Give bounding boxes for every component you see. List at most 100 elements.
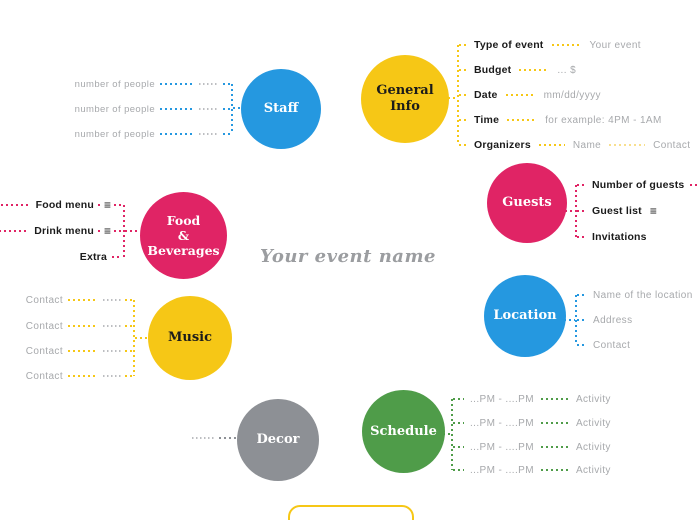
dotted-line bbox=[577, 236, 587, 238]
node-staff[interactable]: Staff bbox=[241, 69, 321, 149]
field-label[interactable]: Date bbox=[474, 89, 498, 101]
field-label[interactable]: Guest list bbox=[592, 205, 642, 217]
connector-stub bbox=[233, 107, 245, 109]
schedule-branch-row: ...PM - ....PM Activity bbox=[453, 392, 611, 406]
field-placeholder[interactable]: ...PM - ....PM bbox=[470, 417, 534, 429]
schedule-branch-row: ...PM - ....PM Activity bbox=[453, 440, 611, 454]
dotted-line bbox=[540, 422, 569, 424]
node-schedule[interactable]: Schedule bbox=[362, 390, 445, 473]
field-label[interactable]: Time bbox=[474, 114, 500, 126]
general-branch-row: Budget ... $ bbox=[459, 63, 576, 77]
bottom-partial-node[interactable] bbox=[288, 505, 414, 520]
dashed-line bbox=[103, 299, 121, 301]
connector-bracket bbox=[575, 295, 577, 345]
location-branch-row: Name of the location bbox=[577, 288, 693, 302]
node-label: Info bbox=[390, 99, 420, 114]
dotted-line bbox=[114, 204, 122, 206]
field-label[interactable]: Extra bbox=[79, 251, 107, 263]
node-guests[interactable]: Guests bbox=[487, 163, 567, 243]
connector-stub bbox=[443, 433, 452, 435]
field-placeholder[interactable]: number of people bbox=[74, 128, 155, 140]
dotted-line bbox=[97, 230, 102, 232]
music-branch-row: Contact bbox=[25, 319, 132, 333]
music-branch-row: Contact bbox=[25, 293, 132, 307]
connector-stub bbox=[135, 337, 149, 339]
field-placeholder[interactable]: Activity bbox=[575, 441, 611, 453]
field-placeholder[interactable]: number of people bbox=[74, 78, 155, 90]
dashed-line bbox=[103, 375, 121, 377]
dotted-line bbox=[577, 210, 587, 212]
food-branch-row: Extra bbox=[0, 250, 122, 264]
field-label[interactable]: Organizers bbox=[474, 139, 531, 151]
guests-branch-row: Number of guests bbox=[577, 178, 697, 192]
dashed-line bbox=[103, 325, 121, 327]
node-label: Decor bbox=[256, 432, 300, 448]
field-label[interactable]: Food menu bbox=[35, 199, 94, 211]
dotted-line bbox=[690, 184, 697, 186]
dotted-line bbox=[112, 256, 122, 258]
dotted-line bbox=[577, 294, 587, 296]
field-placeholder[interactable]: Activity bbox=[575, 464, 611, 476]
guests-branch-row: Guest list ≡ bbox=[577, 204, 657, 218]
field-placeholder[interactable]: Contact bbox=[653, 139, 691, 151]
connector-stub bbox=[565, 210, 575, 212]
dotted-line bbox=[540, 446, 569, 448]
field-placeholder[interactable]: Address bbox=[593, 314, 633, 326]
dotted-line bbox=[68, 299, 98, 301]
field-label[interactable]: Drink menu bbox=[34, 225, 94, 237]
dotted-line bbox=[507, 119, 538, 121]
dotted-line bbox=[459, 119, 469, 121]
node-label: Beverages bbox=[147, 243, 220, 258]
field-placeholder[interactable]: Name of the location bbox=[593, 289, 693, 301]
field-placeholder[interactable]: Activity bbox=[575, 417, 611, 429]
field-placeholder[interactable]: Contact bbox=[25, 320, 63, 332]
field-placeholder[interactable]: for example: 4PM - 1AM bbox=[545, 114, 662, 126]
dashed-line bbox=[103, 350, 121, 352]
dotted-line bbox=[505, 94, 536, 96]
dotted-line bbox=[160, 83, 194, 85]
general-branch-row: Organizers Name Contact bbox=[459, 138, 690, 152]
dotted-line bbox=[160, 108, 194, 110]
dotted-line bbox=[125, 325, 132, 327]
dashed-line bbox=[199, 108, 219, 110]
dotted-line bbox=[459, 69, 469, 71]
connector-bracket bbox=[575, 185, 577, 237]
dotted-line bbox=[453, 422, 464, 424]
field-placeholder[interactable]: number of people bbox=[74, 103, 155, 115]
field-placeholder[interactable]: Activity bbox=[575, 393, 611, 405]
field-label[interactable]: Number of guests bbox=[592, 179, 685, 191]
decor-branch-row bbox=[192, 431, 237, 445]
dotted-line bbox=[459, 94, 469, 96]
field-placeholder[interactable]: Contact bbox=[25, 370, 63, 382]
dotted-line bbox=[540, 469, 569, 471]
node-food-beverages[interactable]: Food & Beverages bbox=[140, 192, 227, 279]
dotted-line bbox=[519, 69, 550, 71]
dotted-line bbox=[160, 133, 194, 135]
node-music[interactable]: Music bbox=[148, 296, 232, 380]
node-decor[interactable]: Decor bbox=[237, 399, 319, 481]
field-label[interactable]: Invitations bbox=[592, 231, 647, 243]
field-placeholder[interactable]: Contact bbox=[25, 294, 63, 306]
field-placeholder[interactable]: Contact bbox=[593, 339, 631, 351]
field-placeholder[interactable]: ...PM - ....PM bbox=[470, 464, 534, 476]
node-location[interactable]: Location bbox=[484, 275, 566, 357]
connector-bracket bbox=[231, 84, 233, 134]
list-icon: ≡ bbox=[103, 198, 111, 212]
field-label[interactable]: Budget bbox=[474, 64, 512, 76]
list-icon: ≡ bbox=[649, 204, 657, 218]
node-general-info[interactable]: General Info bbox=[361, 55, 449, 143]
field-placeholder[interactable]: mm/dd/yyyy bbox=[543, 89, 601, 101]
music-branch-row: Contact bbox=[25, 369, 132, 383]
node-label: & bbox=[177, 228, 190, 243]
event-name-title[interactable]: Your event name bbox=[260, 246, 436, 267]
field-label[interactable]: Type of event bbox=[474, 39, 544, 51]
field-placeholder[interactable]: Your event bbox=[589, 39, 641, 51]
field-placeholder[interactable]: ...PM - ....PM bbox=[470, 393, 534, 405]
field-placeholder[interactable]: ... $ bbox=[557, 64, 577, 76]
field-placeholder[interactable]: Contact bbox=[25, 345, 63, 357]
dotted-line bbox=[453, 446, 464, 448]
connector-stub bbox=[125, 230, 140, 232]
music-branch-row: Contact bbox=[25, 344, 132, 358]
field-placeholder[interactable]: ...PM - ....PM bbox=[470, 441, 534, 453]
field-placeholder[interactable]: Name bbox=[572, 139, 602, 151]
